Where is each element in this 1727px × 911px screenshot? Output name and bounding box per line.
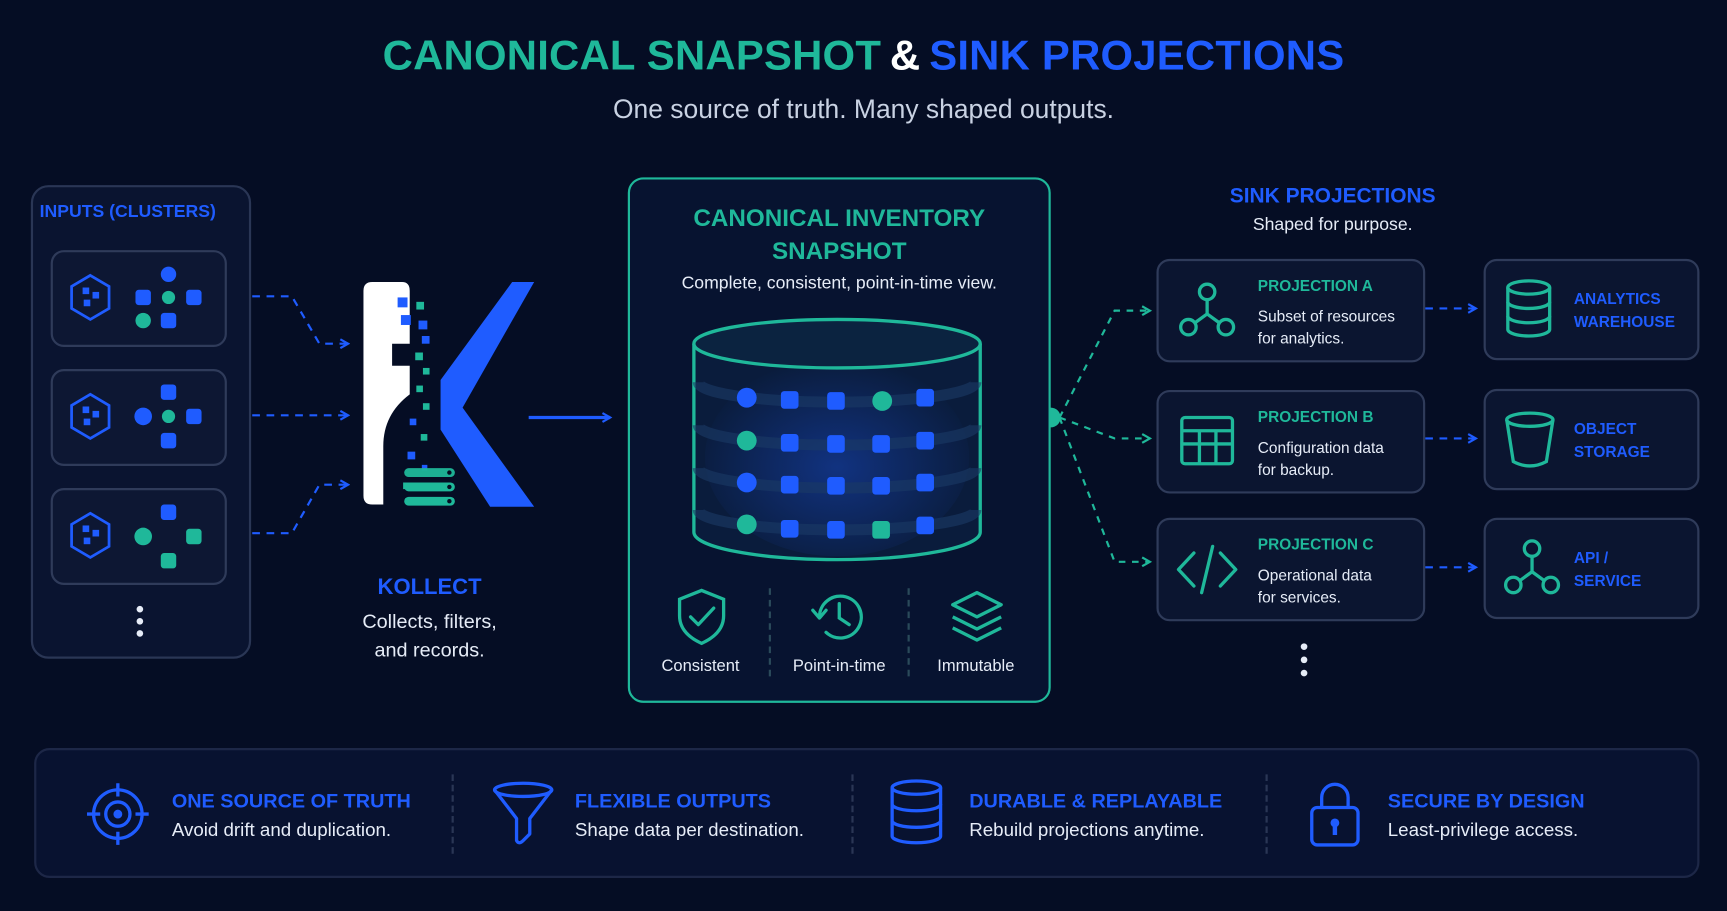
table-icon (1180, 415, 1235, 466)
benefit-title: DURABLE & REPLAYABLE (969, 789, 1223, 812)
lock-icon (1310, 782, 1360, 847)
benefit-description: Shape data per destination. (574, 819, 804, 841)
kollect-desc-line-2: and records. (374, 638, 485, 661)
cluster-icon (70, 504, 202, 569)
projection-description: Configuration data for backup. (1258, 436, 1421, 480)
code-icon (1176, 544, 1238, 595)
destination-name-line: OBJECT (1573, 419, 1637, 438)
snapshot-description: Complete, consistent, point-in-time view… (681, 274, 997, 294)
kollect-desc-line-1: Collects, filters, (362, 610, 497, 633)
projection-description: Subset of resources for analytics. (1258, 305, 1421, 349)
cluster-card[interactable] (50, 250, 227, 348)
kollect-logo (363, 282, 535, 507)
page-title: CANONICAL SNAPSHOT&SINK PROJECTIONS (0, 33, 1727, 80)
snapshot-title: CANONICAL INVENTORY SNAPSHOT (628, 202, 1051, 268)
kollect-title: KOLLECT (377, 575, 482, 600)
destination-name-line: SERVICE (1573, 571, 1642, 590)
history-clock-icon (811, 594, 863, 640)
title-part-2: SINK PROJECTIONS (929, 33, 1345, 80)
projection-desc-line: Operational data (1257, 566, 1372, 584)
feature-separator (768, 588, 771, 677)
feature-label-immutable: Immutable (937, 656, 1015, 676)
inputs-title: INPUTS (CLUSTERS) (39, 202, 216, 222)
projection-name: PROJECTION A (1257, 276, 1373, 295)
node-graph-icon (1503, 539, 1561, 595)
projection-card-b[interactable]: PROJECTION B Configuration data for back… (1156, 389, 1426, 494)
benefit-description: Avoid drift and duplication. (171, 819, 392, 841)
page-subtitle: One source of truth. Many shaped outputs… (612, 94, 1115, 125)
benefit-description: Least-privilege access. (1387, 819, 1579, 841)
benefit-title: FLEXIBLE OUTPUTS (574, 789, 771, 812)
cluster-card[interactable] (50, 488, 227, 585)
vertical-ellipsis-icon (1288, 639, 1321, 689)
destination-object-storage[interactable]: OBJECT STORAGE (1483, 388, 1700, 491)
cluster-icon (70, 384, 202, 449)
layers-icon (951, 591, 1003, 642)
projection-desc-line: Configuration data (1257, 438, 1384, 457)
database-icon (890, 779, 943, 845)
projection-desc-line: for backup. (1257, 460, 1335, 479)
benefit-separator (1265, 774, 1268, 854)
projection-connectors (1040, 311, 1150, 562)
projection-card-a[interactable]: PROJECTION A Subset of resources for ana… (1156, 258, 1426, 363)
cluster-card[interactable] (50, 369, 227, 466)
bucket-icon (1505, 411, 1555, 468)
target-icon (87, 783, 149, 845)
vertical-ellipsis-icon (123, 604, 156, 641)
benefit-title: ONE SOURCE OF TRUTH (171, 789, 411, 812)
benefit-title: SECURE BY DESIGN (1387, 789, 1585, 812)
sinks-title: SINK PROJECTIONS (1229, 185, 1436, 209)
feature-label-consistent: Consistent (661, 656, 740, 676)
projection-desc-line: for analytics. (1257, 329, 1345, 348)
title-part-1: CANONICAL SNAPSHOT (382, 33, 882, 80)
projection-name: PROJECTION B (1257, 407, 1374, 426)
destination-api-service[interactable]: API / SERVICE (1483, 517, 1700, 620)
projection-name: PROJECTION C (1257, 535, 1374, 554)
node-graph-icon (1179, 282, 1236, 337)
destination-name-line: API / (1573, 548, 1609, 567)
benefit-description: Rebuild projections anytime. (969, 819, 1205, 841)
sinks-subtitle: Shaped for purpose. (1252, 215, 1413, 235)
destination-name-line: WAREHOUSE (1573, 312, 1676, 331)
destination-connectors (1425, 308, 1476, 567)
destination-name: OBJECT STORAGE (1574, 418, 1695, 464)
cluster-icon (70, 266, 202, 329)
shield-check-icon (677, 588, 726, 646)
projection-card-c[interactable]: PROJECTION C Operational data for servic… (1156, 517, 1426, 622)
projection-desc-line: for services. (1257, 588, 1341, 606)
benefit-separator (851, 774, 854, 854)
destination-name: ANALYTICS WAREHOUSE (1574, 288, 1695, 334)
funnel-icon (492, 781, 554, 845)
destination-name-line: ANALYTICS (1573, 289, 1661, 308)
destination-name-line: STORAGE (1573, 442, 1650, 461)
benefit-separator (451, 774, 454, 854)
projection-desc-line: Subset of resources (1257, 307, 1395, 325)
snapshot-title-line-2: SNAPSHOT (771, 236, 907, 265)
destination-analytics-warehouse[interactable]: ANALYTICS WAREHOUSE (1483, 258, 1700, 361)
database-icon (692, 317, 982, 562)
feature-label-point-in-time: Point-in-time (792, 656, 886, 676)
snapshot-title-line-1: CANONICAL INVENTORY (693, 203, 986, 232)
benefits-bar: ONE SOURCE OF TRUTH Avoid drift and dupl… (34, 747, 1700, 878)
feature-separator (907, 588, 910, 677)
projection-description: Operational data for services. (1258, 564, 1421, 608)
kollect-description: Collects, filters, and records. (319, 607, 539, 664)
database-icon (1506, 279, 1552, 338)
title-ampersand: & (889, 33, 921, 80)
destination-name: API / SERVICE (1574, 546, 1695, 592)
